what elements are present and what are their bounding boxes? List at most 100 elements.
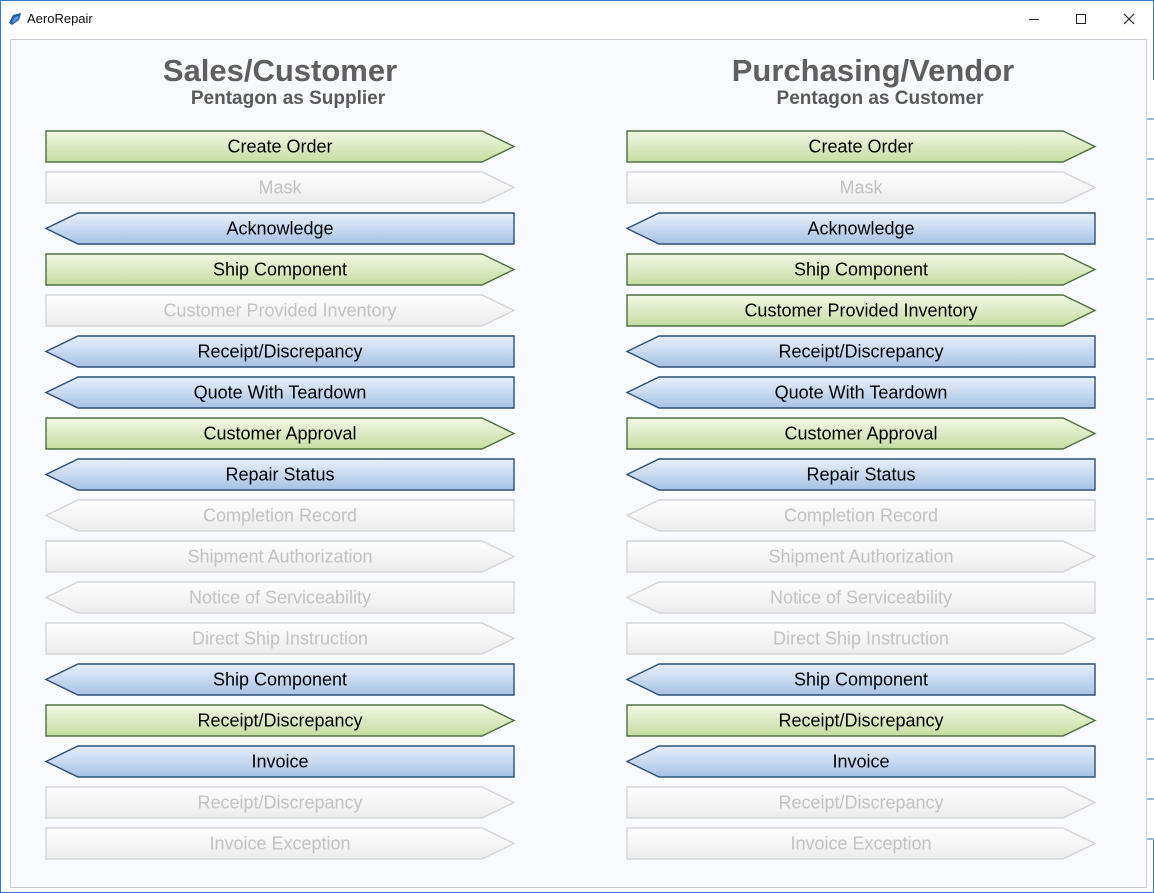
arrow-shape [44, 335, 515, 368]
purchasing-shipment-authorization-button: Shipment Authorization [626, 540, 1097, 573]
arrow-shape [45, 704, 516, 737]
arrow-shape [625, 581, 1096, 614]
sales-receipt-discrepancy-button: Receipt/Discrepancy [45, 786, 516, 819]
sales-shipment-authorization-button: Shipment Authorization [45, 540, 516, 573]
sales-completion-record-button: Completion Record [44, 499, 515, 532]
purchasing-invoice-button[interactable]: Invoice [625, 745, 1096, 778]
purchasing-receipt-discrepancy-button[interactable]: Receipt/Discrepancy [625, 335, 1096, 368]
arrow-shape [625, 458, 1096, 491]
arrow-shape [44, 745, 515, 778]
arrow-shape [626, 130, 1097, 163]
sales-customer-approval-button[interactable]: Customer Approval [45, 417, 516, 450]
sales-repair-status-button[interactable]: Repair Status [44, 458, 515, 491]
arrow-shape [45, 253, 516, 286]
purchasing-customer-approval-button[interactable]: Customer Approval [626, 417, 1097, 450]
purchasing-completion-record-button: Completion Record [625, 499, 1096, 532]
button-label: Notice of Serviceability [770, 588, 952, 608]
button-label: Mask [839, 178, 883, 198]
purchasing-repair-status-button[interactable]: Repair Status [625, 458, 1096, 491]
purchasing-vendor-title: Purchasing/Vendor [731, 53, 1015, 88]
close-icon [1123, 13, 1135, 24]
arrow-shape [45, 130, 516, 163]
purchasing-invoice-exception-button: Invoice Exception [626, 827, 1097, 860]
arrow-shape [44, 499, 515, 532]
purchasing-vendor-subtitle: Pentagon as Customer [776, 88, 984, 109]
button-label: Invoice Exception [209, 834, 350, 854]
button-label: Receipt/Discrepancy [197, 342, 362, 362]
purchasing-create-order-button[interactable]: Create Order [626, 130, 1097, 163]
purchasing-ship-component-button[interactable]: Ship Component [626, 253, 1097, 286]
button-label: Customer Approval [203, 424, 356, 444]
button-label: Invoice [832, 752, 889, 772]
arrow-shape [626, 704, 1097, 737]
arrow-shape [45, 171, 516, 204]
arrow-shape [626, 294, 1097, 327]
button-label: Direct Ship Instruction [773, 629, 949, 649]
arrow-shape [626, 417, 1097, 450]
background-window-edge [1147, 80, 1154, 840]
button-label: Shipment Authorization [768, 547, 953, 567]
arrow-shape [45, 786, 516, 819]
sales-ship-component-button[interactable]: Ship Component [44, 663, 515, 696]
button-label: Notice of Serviceability [189, 588, 371, 608]
button-label: Invoice [251, 752, 308, 772]
button-label: Quote With Teardown [194, 383, 367, 403]
arrow-shape [626, 540, 1097, 573]
purchasing-receipt-discrepancy-button: Receipt/Discrepancy [626, 786, 1097, 819]
button-label: Quote With Teardown [775, 383, 948, 403]
sales-ship-component-button[interactable]: Ship Component [45, 253, 516, 286]
arrow-shape [626, 786, 1097, 819]
sales-acknowledge-button[interactable]: Acknowledge [44, 212, 515, 245]
arrow-shape [625, 499, 1096, 532]
purchasing-receipt-discrepancy-button[interactable]: Receipt/Discrepancy [626, 704, 1097, 737]
aerorepair-logo-icon [9, 13, 21, 25]
arrow-shape [44, 458, 515, 491]
button-label: Acknowledge [226, 219, 333, 239]
arrow-shape [625, 376, 1096, 409]
sales-customer-subtitle: Pentagon as Supplier [190, 88, 386, 109]
button-label: Customer Provided Inventory [163, 301, 396, 321]
arrow-shape [626, 253, 1097, 286]
button-label: Create Order [808, 137, 913, 157]
button-label: Receipt/Discrepancy [197, 793, 362, 813]
arrow-shape [44, 376, 515, 409]
sales-receipt-discrepancy-button[interactable]: Receipt/Discrepancy [44, 335, 515, 368]
arrow-shape [45, 294, 516, 327]
button-label: Mask [258, 178, 302, 198]
button-label: Receipt/Discrepancy [197, 711, 362, 731]
button-label: Direct Ship Instruction [192, 629, 368, 649]
button-label: Receipt/Discrepancy [778, 342, 943, 362]
sales-customer-title: Sales/Customer [162, 53, 398, 88]
title-bar[interactable]: AeroRepair [1, 1, 1153, 36]
sales-invoice-exception-button: Invoice Exception [45, 827, 516, 860]
sales-mask-button: Mask [45, 171, 516, 204]
arrow-shape [625, 745, 1096, 778]
close-button[interactable] [1106, 1, 1152, 36]
sales-create-order-button[interactable]: Create Order [45, 130, 516, 163]
button-label: Ship Component [794, 260, 928, 280]
sales-quote-with-teardown-button[interactable]: Quote With Teardown [44, 376, 515, 409]
arrow-shape [44, 663, 515, 696]
arrow-shape [626, 171, 1097, 204]
button-label: Shipment Authorization [187, 547, 372, 567]
purchasing-quote-with-teardown-button[interactable]: Quote With Teardown [625, 376, 1096, 409]
purchasing-acknowledge-button[interactable]: Acknowledge [625, 212, 1096, 245]
button-label: Receipt/Discrepancy [778, 793, 943, 813]
sales-notice-of-serviceability-button: Notice of Serviceability [44, 581, 515, 614]
purchasing-mask-button: Mask [626, 171, 1097, 204]
arrow-shape [626, 622, 1097, 655]
arrow-shape [45, 622, 516, 655]
sales-customer-provided-inventory-button: Customer Provided Inventory [45, 294, 516, 327]
purchasing-ship-component-button[interactable]: Ship Component [625, 663, 1096, 696]
minimize-button[interactable] [1011, 1, 1057, 36]
purchasing-customer-provided-inventory-button[interactable]: Customer Provided Inventory [626, 294, 1097, 327]
button-label: Receipt/Discrepancy [778, 711, 943, 731]
maximize-button[interactable] [1058, 1, 1104, 36]
arrow-shape [45, 827, 516, 860]
sales-receipt-discrepancy-button[interactable]: Receipt/Discrepancy [45, 704, 516, 737]
sales-invoice-button[interactable]: Invoice [44, 745, 515, 778]
arrow-shape [626, 827, 1097, 860]
button-label: Ship Component [213, 260, 347, 280]
window-title: AeroRepair [27, 11, 93, 26]
button-label: Invoice Exception [790, 834, 931, 854]
